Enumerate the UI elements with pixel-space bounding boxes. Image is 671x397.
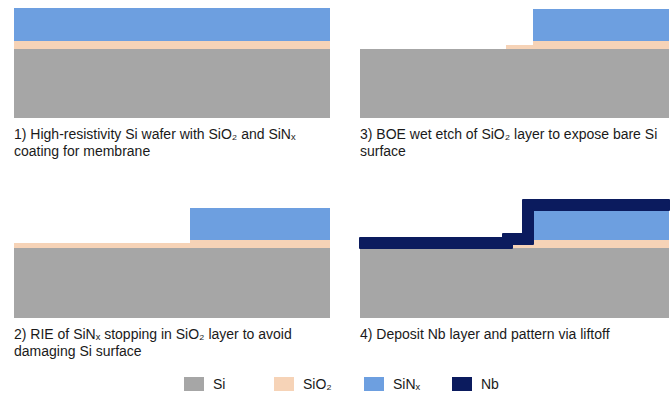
- legend-swatch: [274, 377, 294, 391]
- legend-label: SiO₂: [303, 376, 332, 392]
- step-3-stack: [360, 9, 669, 118]
- legend-label: SiNₓ: [393, 376, 420, 392]
- si-wafer: [14, 49, 330, 118]
- legend-label: Si: [213, 376, 225, 392]
- legend-label: Nb: [481, 376, 499, 392]
- nb-layer: [360, 200, 669, 248]
- step-caption: 4) Deposit Nb layer and pattern via lift…: [360, 326, 660, 343]
- sio2-thinned: [14, 243, 190, 248]
- sio2-layer: [533, 41, 669, 49]
- si-wafer: [14, 248, 330, 318]
- step-1-stack: [14, 8, 330, 118]
- legend-swatch: [184, 377, 204, 391]
- legend-item: Si: [184, 376, 225, 392]
- step-caption: 2) RIE of SiNₓ stopping in SiO₂ layer to…: [14, 326, 332, 360]
- step-caption: 3) BOE wet etch of SiO₂ layer to expose …: [360, 126, 660, 160]
- legend-item: SiNₓ: [364, 376, 420, 392]
- sinx-layer: [14, 8, 330, 41]
- step-4-stack: [360, 200, 669, 318]
- legend-item: SiO₂: [274, 376, 332, 392]
- sio2-layer: [14, 41, 330, 49]
- sio2-layer: [190, 240, 330, 248]
- legend-swatch: [364, 377, 384, 391]
- sinx-layer: [533, 210, 669, 240]
- si-wafer: [360, 248, 669, 318]
- si-wafer: [360, 49, 669, 118]
- sinx-layer: [190, 208, 330, 240]
- sinx-layer: [533, 9, 669, 41]
- legend-item: Nb: [452, 376, 499, 392]
- sio2-layer: [533, 240, 669, 248]
- legend-swatch: [452, 377, 472, 391]
- sio2-undercut: [506, 45, 536, 49]
- step-caption: 1) High-resistivity Si wafer with SiO₂ a…: [14, 126, 332, 160]
- step-2-stack: [14, 208, 330, 318]
